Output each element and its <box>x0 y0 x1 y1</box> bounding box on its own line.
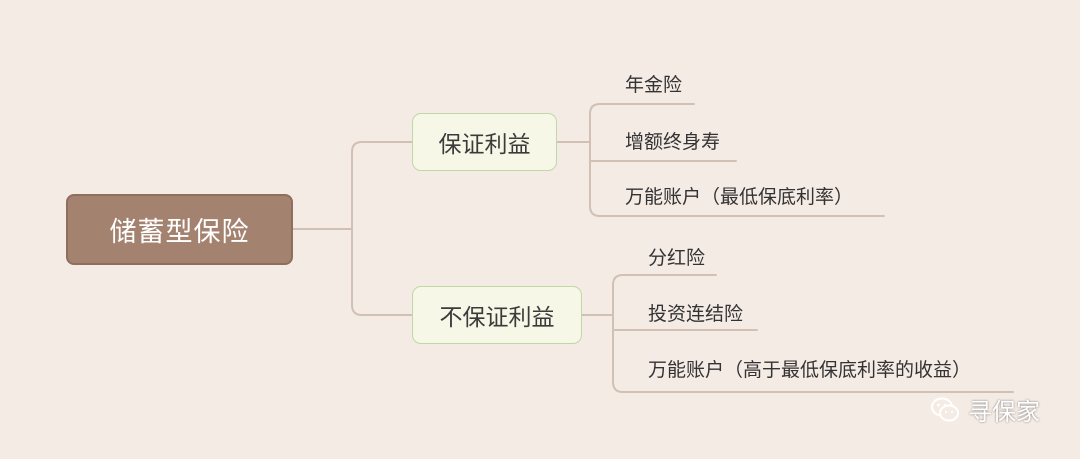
connector-leaf-2-1 <box>612 274 717 316</box>
wechat-icon <box>931 397 959 421</box>
connector-root-branch-1 <box>351 141 413 230</box>
connector-leaf-1-3 <box>589 141 885 217</box>
connector-leaf-1-1 <box>589 103 695 143</box>
root-node: 储蓄型保险 <box>66 194 293 265</box>
branch-node-non-guaranteed: 不保证利益 <box>412 286 582 344</box>
leaf-universal-account-min-rate: 万能账户（最低保底利率） <box>625 186 854 208</box>
leaf-universal-account-excess-return: 万能账户（高于最低保底利率的收益） <box>648 359 972 381</box>
leaf-annuity: 年金险 <box>625 74 683 96</box>
leaf-participating: 分红险 <box>648 247 706 269</box>
leaf-increasing-whole-life: 增额终身寿 <box>625 131 721 153</box>
watermark: 寻保家 <box>930 392 1040 427</box>
connector-root-branch-2 <box>351 228 413 316</box>
branch-node-guaranteed: 保证利益 <box>412 113 557 171</box>
leaf-investment-linked: 投资连结险 <box>648 303 744 325</box>
connector-leaf-2-3 <box>612 314 1014 393</box>
watermark-label: 寻保家 <box>968 398 1040 426</box>
